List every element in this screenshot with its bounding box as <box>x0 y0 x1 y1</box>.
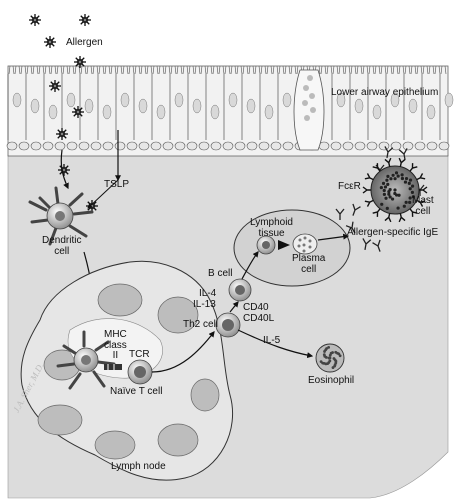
th2-cell-label: Th2 cell <box>183 319 219 330</box>
b-cell-label: B cell <box>208 268 233 279</box>
eosinophil <box>315 343 345 373</box>
lymphoid-tissue-label-line1: Lymphoid <box>250 217 293 228</box>
b-to-lymphoid-arrow <box>241 251 259 280</box>
naive-t-cell-label: Naïve T cell <box>110 386 163 397</box>
naive-t-cell <box>127 359 153 385</box>
th2-cell <box>215 312 241 338</box>
fcer-label: FcεR <box>338 181 361 192</box>
cd40l-label: CD40L <box>243 313 275 324</box>
eosinophil-label: Eosinophil <box>308 375 355 386</box>
dendritic-cell <box>28 186 94 246</box>
th2-to-b-arrow <box>229 301 239 313</box>
il5-arrow <box>237 329 314 359</box>
b-cell <box>228 278 252 302</box>
mhc-tcr-synapse <box>104 364 122 370</box>
plasma-cell-label-line1: Plasma <box>292 253 326 264</box>
allergen-particles <box>29 14 98 212</box>
mast-cell <box>362 157 428 223</box>
mast-cell-label-line1: Mast <box>412 195 434 206</box>
tslp-signal <box>87 179 119 209</box>
lymphoid-b-cell <box>256 235 276 255</box>
mhc-label: MHC class II <box>104 329 127 362</box>
dendritic-cell-label: Dendritic cell <box>42 235 82 257</box>
b-to-plasma-arrowhead <box>278 240 290 250</box>
lymphoid-tissue <box>233 209 351 287</box>
lymphoid-tissue-label: Lymphoid tissue <box>250 217 293 239</box>
allergen-label: Allergen <box>66 37 103 48</box>
ige-label: Allergen-specific IgE <box>347 227 439 238</box>
dendritic-cell-label-line2: cell <box>54 245 70 257</box>
epithelium-label: Lower airway epithelium <box>331 87 439 98</box>
mhc-label-line2: class <box>104 339 127 351</box>
mhc-label-line1: MHC <box>104 329 127 340</box>
plasma-cell <box>292 233 318 255</box>
il5-label: IL-5 <box>263 335 281 346</box>
lymph-node-dendritic-cell <box>56 330 116 390</box>
goblet-cell <box>293 69 325 151</box>
cd40-label: CD40 <box>243 302 269 313</box>
il4-label: IL-4 <box>199 288 217 299</box>
mast-cell-label: Mast cell <box>412 195 434 217</box>
lymphoid-tissue-label-line2: tissue <box>258 227 285 239</box>
tslp-label: TSLP <box>104 179 130 190</box>
allergen-uptake-arrow <box>60 149 69 190</box>
ige-antibodies <box>335 146 425 252</box>
airway-epithelium <box>6 65 454 157</box>
ige-arrow <box>317 233 350 241</box>
mast-cell-label-line2: cell <box>415 205 431 217</box>
dendritic-cell-label-line1: Dendritic <box>42 235 82 246</box>
differentiation-arrow <box>151 331 215 373</box>
plasma-cell-label: Plasma cell <box>292 253 326 275</box>
il13-label: IL-13 <box>193 299 216 310</box>
tcr-label: TCR <box>129 349 150 360</box>
lymph-node-label: Lymph node <box>111 461 166 472</box>
plasma-cell-label-line2: cell <box>301 263 317 275</box>
mhc-label-line3: II <box>112 350 119 361</box>
